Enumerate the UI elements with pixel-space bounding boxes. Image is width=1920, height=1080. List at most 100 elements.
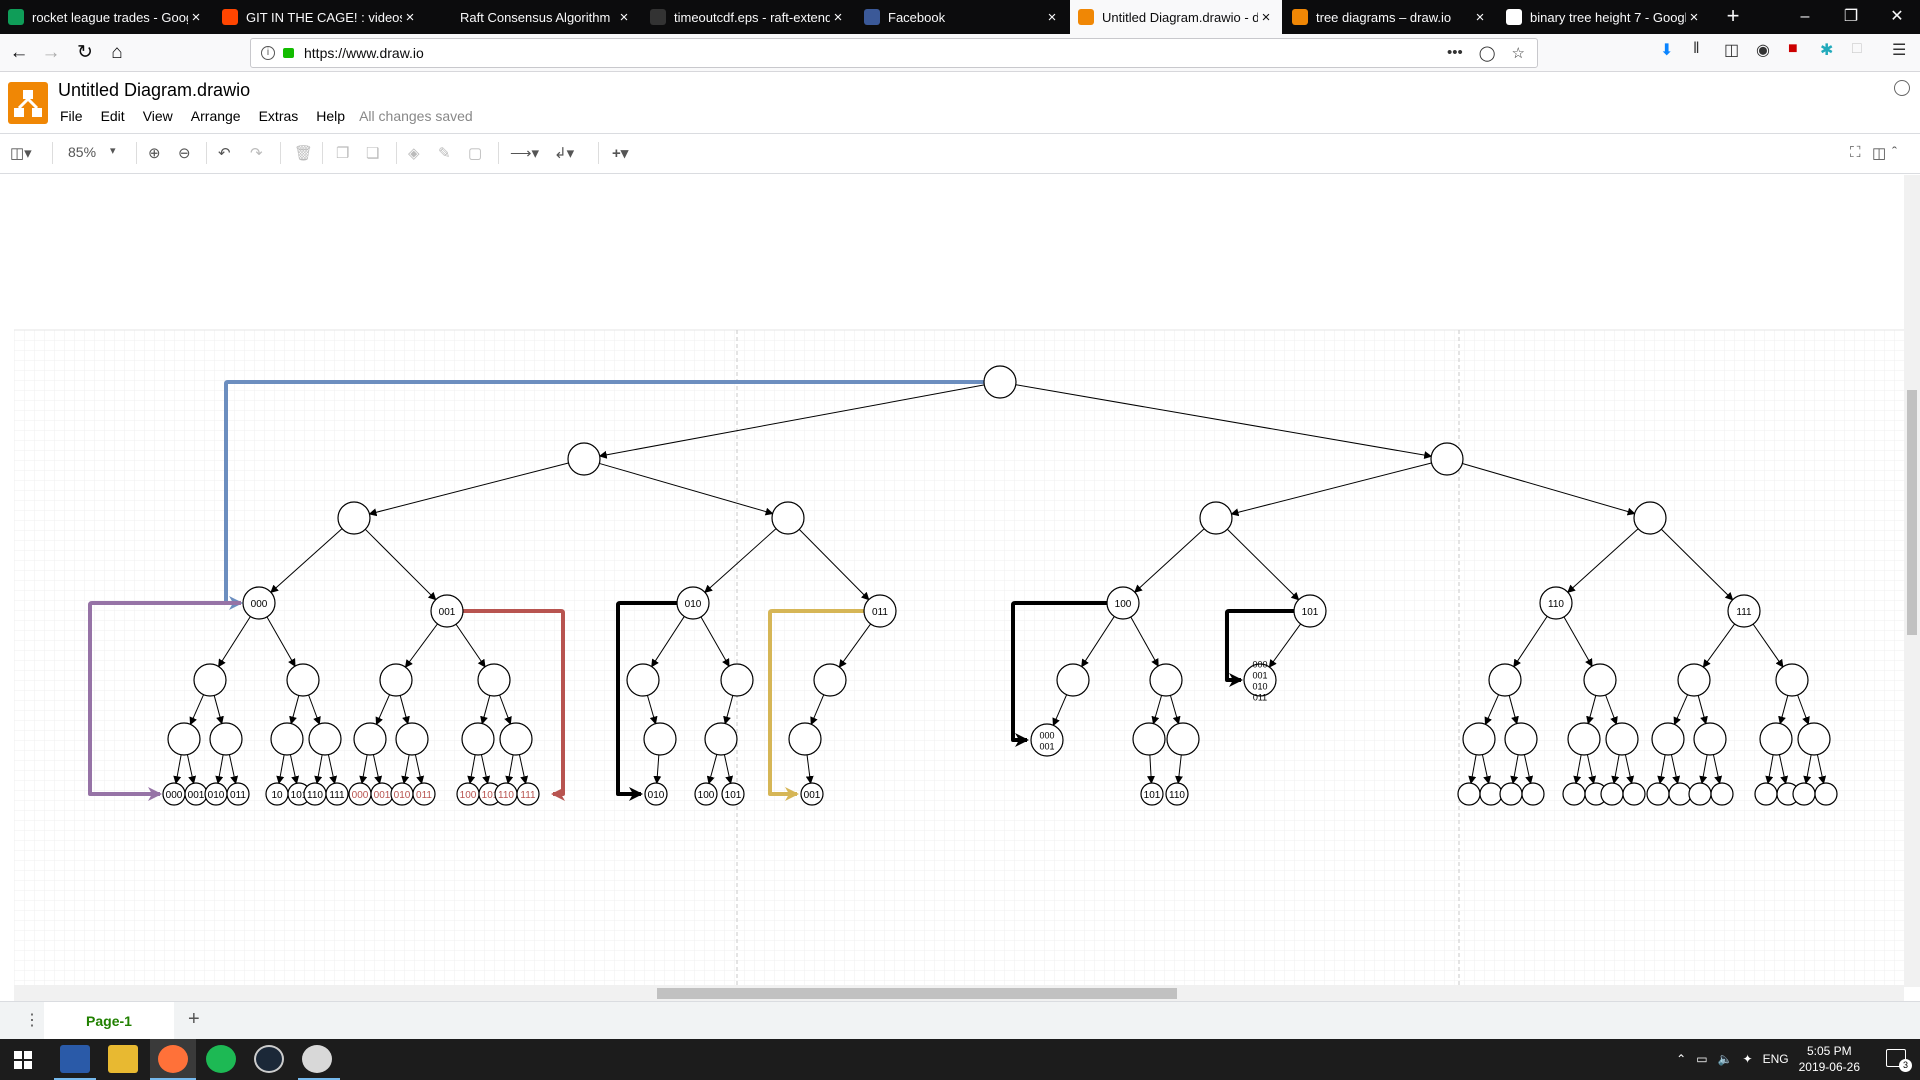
tree-edge[interactable] bbox=[1573, 754, 1582, 785]
tab-close-icon[interactable]: × bbox=[191, 8, 201, 26]
tree-edge[interactable] bbox=[1510, 754, 1519, 785]
tree-node[interactable] bbox=[1199, 501, 1233, 535]
tree-node[interactable] bbox=[1056, 663, 1090, 697]
tree-edge[interactable] bbox=[598, 384, 985, 459]
menu-file[interactable]: File bbox=[60, 108, 83, 124]
tree-edge[interactable] bbox=[1586, 754, 1597, 785]
purple-path[interactable] bbox=[88, 601, 241, 801]
tree-node[interactable] bbox=[193, 663, 227, 697]
leaf-node[interactable] bbox=[1710, 782, 1734, 806]
tree-edge[interactable] bbox=[810, 694, 825, 726]
tree-edge[interactable] bbox=[805, 754, 814, 785]
leaf-node[interactable]: 101 bbox=[1140, 782, 1164, 806]
firefox-icon[interactable] bbox=[158, 1045, 188, 1073]
tree-node[interactable] bbox=[1132, 722, 1166, 756]
tree-edge[interactable] bbox=[215, 754, 224, 785]
reload-button[interactable]: ↻ bbox=[77, 42, 93, 63]
tree-edge[interactable] bbox=[414, 754, 425, 785]
tree-edge[interactable] bbox=[1015, 384, 1433, 460]
tree-edge[interactable] bbox=[1661, 528, 1734, 601]
leaf-node[interactable]: 001 bbox=[800, 782, 824, 806]
tree-edge[interactable] bbox=[1712, 754, 1723, 785]
leaf-node[interactable]: 010 bbox=[204, 782, 228, 806]
browser-tab-6[interactable]: tree diagrams – draw.io× bbox=[1284, 0, 1496, 34]
tree-node[interactable] bbox=[1633, 501, 1667, 535]
leaf-node[interactable]: 010 bbox=[390, 782, 414, 806]
tree-edge[interactable] bbox=[314, 754, 323, 785]
tree-node[interactable] bbox=[704, 722, 738, 756]
zoom-out-icon[interactable]: ⊖ bbox=[178, 145, 191, 162]
language-globe-icon[interactable] bbox=[1894, 80, 1910, 96]
steam-icon[interactable] bbox=[254, 1045, 284, 1073]
tree-node[interactable] bbox=[771, 501, 805, 535]
tree-edge[interactable] bbox=[213, 695, 224, 725]
tree-edge[interactable] bbox=[480, 695, 491, 725]
ublock-icon[interactable]: ■ bbox=[1788, 40, 1798, 57]
pocket-icon[interactable]: ◯ bbox=[1478, 45, 1496, 62]
tree-node[interactable] bbox=[1567, 722, 1601, 756]
library-icon[interactable]: ‖ bbox=[1693, 40, 1700, 57]
node-n000[interactable]: 000 bbox=[242, 586, 276, 620]
spotify-icon[interactable] bbox=[206, 1045, 236, 1073]
tree-edge[interactable] bbox=[1624, 754, 1635, 785]
tree-edge[interactable] bbox=[1523, 754, 1534, 785]
tree-edge[interactable] bbox=[723, 754, 734, 785]
node-n010[interactable]: 010 bbox=[676, 586, 710, 620]
language-indicator[interactable]: ENG bbox=[1762, 1052, 1789, 1066]
download-icon[interactable]: ⬇ bbox=[1660, 42, 1674, 59]
tree-edge[interactable] bbox=[1227, 528, 1300, 601]
tree-node[interactable] bbox=[353, 722, 387, 756]
tree-edge[interactable] bbox=[1611, 754, 1620, 785]
volume-icon[interactable]: 🔈 bbox=[1717, 1052, 1733, 1066]
tree-edge[interactable] bbox=[467, 754, 476, 785]
tree-node[interactable] bbox=[1430, 442, 1464, 476]
tree-node[interactable] bbox=[270, 722, 304, 756]
fill-color-icon[interactable]: ◈ bbox=[408, 145, 420, 162]
leaf-node[interactable] bbox=[1600, 782, 1624, 806]
tree-edge[interactable] bbox=[375, 694, 391, 726]
tab-close-icon[interactable]: × bbox=[1047, 8, 1057, 26]
tree-edge[interactable] bbox=[700, 616, 730, 667]
tree-edge[interactable] bbox=[372, 754, 383, 785]
minimize-button[interactable]: – bbox=[1800, 8, 1810, 25]
tree-edge[interactable] bbox=[289, 754, 300, 785]
powershell-icon[interactable] bbox=[60, 1045, 90, 1073]
tree-edge[interactable] bbox=[173, 754, 182, 785]
menu-extras[interactable]: Extras bbox=[258, 108, 299, 124]
tree-edge[interactable] bbox=[1567, 528, 1639, 593]
sidebar-icon[interactable]: ◫ bbox=[1724, 42, 1740, 59]
menu-view[interactable]: View bbox=[142, 108, 173, 124]
tree-node[interactable] bbox=[209, 722, 243, 756]
leaf-node[interactable]: 001 bbox=[370, 782, 394, 806]
delete-icon[interactable]: 🗑 bbox=[294, 145, 314, 162]
notifications-icon[interactable] bbox=[1886, 1049, 1906, 1067]
tree-edge[interactable] bbox=[1657, 754, 1666, 785]
tree-edge[interactable] bbox=[723, 695, 734, 725]
yellow-path[interactable] bbox=[768, 609, 864, 801]
browser-tab-3[interactable]: timeoutcdf.eps - raft-extend× bbox=[642, 0, 854, 34]
tree-node[interactable] bbox=[1583, 663, 1617, 697]
page-actions-icon[interactable]: ••• bbox=[1446, 44, 1463, 61]
collapse-icon[interactable]: ˆ bbox=[1892, 144, 1897, 161]
tree-edge[interactable] bbox=[455, 623, 486, 668]
menu-arrange[interactable]: Arrange bbox=[190, 108, 241, 124]
tree-edge[interactable] bbox=[359, 754, 368, 785]
tree-edge[interactable] bbox=[1468, 754, 1477, 785]
tree-edge[interactable] bbox=[1670, 754, 1681, 785]
tree-edge[interactable] bbox=[798, 529, 870, 601]
tree-edge[interactable] bbox=[1699, 754, 1708, 785]
pages-menu-icon[interactable]: ⋮ bbox=[24, 1012, 40, 1029]
tree-edge[interactable] bbox=[364, 528, 437, 601]
horizontal-scrollbar[interactable] bbox=[14, 985, 1904, 1001]
paint-icon[interactable] bbox=[302, 1045, 332, 1073]
tree-edge[interactable] bbox=[1605, 694, 1618, 725]
browser-tab-4[interactable]: Facebook× bbox=[856, 0, 1068, 34]
url-text[interactable]: https://www.draw.io bbox=[304, 45, 424, 61]
tree-node[interactable] bbox=[720, 663, 754, 697]
tab-close-icon[interactable]: × bbox=[405, 8, 415, 26]
tree-edge[interactable] bbox=[706, 754, 718, 785]
leaf-node[interactable]: 011 bbox=[226, 782, 250, 806]
leaf-node[interactable]: 111 bbox=[516, 782, 540, 806]
